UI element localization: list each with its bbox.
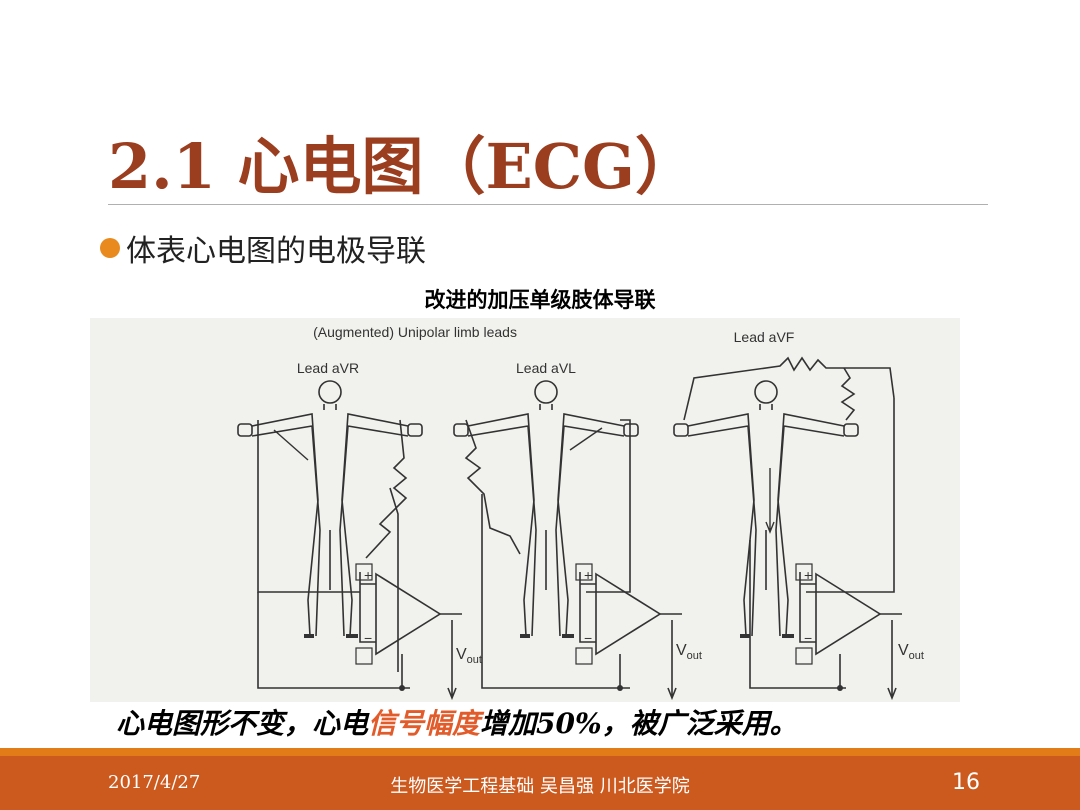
bullet-text: 体表心电图的电极导联 <box>126 234 426 269</box>
slide-title: 2.1 心电图（ECG） <box>108 130 698 203</box>
avf-minus-label: − <box>804 630 812 646</box>
footer-stripe <box>0 748 1080 756</box>
lead-avl-label: Lead aVL <box>516 360 576 376</box>
figure-heading: (Augmented) Unipolar limb leads <box>313 324 517 340</box>
summary-highlight: 信号幅度 <box>368 707 481 740</box>
bullet-dot-icon <box>100 238 120 258</box>
lead-avr-label: Lead aVR <box>297 360 359 376</box>
summary-text: 心电图形不变，心电信号幅度增加50%，被广泛采用。 <box>116 702 798 742</box>
avl-minus-label: − <box>584 630 592 646</box>
limb-leads-figure: (Augmented) Unipolar limb leads Lead aVR… <box>90 318 960 702</box>
footer-band <box>0 756 1080 810</box>
summary-text-before: 心电图形不变，心电 <box>116 707 369 740</box>
figure-caption: 改进的加压单级肢体导联 <box>424 288 656 312</box>
title-divider <box>108 204 988 205</box>
avr-vout-label: Vout <box>456 646 482 666</box>
lead-avf-diagram: Lead aVF + − Vout <box>672 329 924 699</box>
avf-vout-label: Vout <box>898 642 924 662</box>
bullet-item: 体表心电图的电极导联 <box>100 226 426 270</box>
avl-plus-label: + <box>584 567 592 583</box>
lead-avl-diagram: Lead aVL + − Vout <box>452 360 702 699</box>
summary-text-after: 增加50%，被广泛采用。 <box>480 707 798 740</box>
footer-date: 2017/4/27 <box>108 772 201 793</box>
avr-minus-label: − <box>364 630 372 646</box>
avf-plus-label: + <box>804 567 812 583</box>
avr-plus-label: + <box>364 567 372 583</box>
page-number: 16 <box>952 770 980 795</box>
avl-vout-label: Vout <box>676 642 702 662</box>
footer-course-info: 生物医学工程基础 吴昌强 川北医学院 <box>390 776 690 797</box>
lead-avr-diagram: Lead aVR + − Vout <box>236 360 482 699</box>
lead-avf-label: Lead aVF <box>734 329 795 345</box>
